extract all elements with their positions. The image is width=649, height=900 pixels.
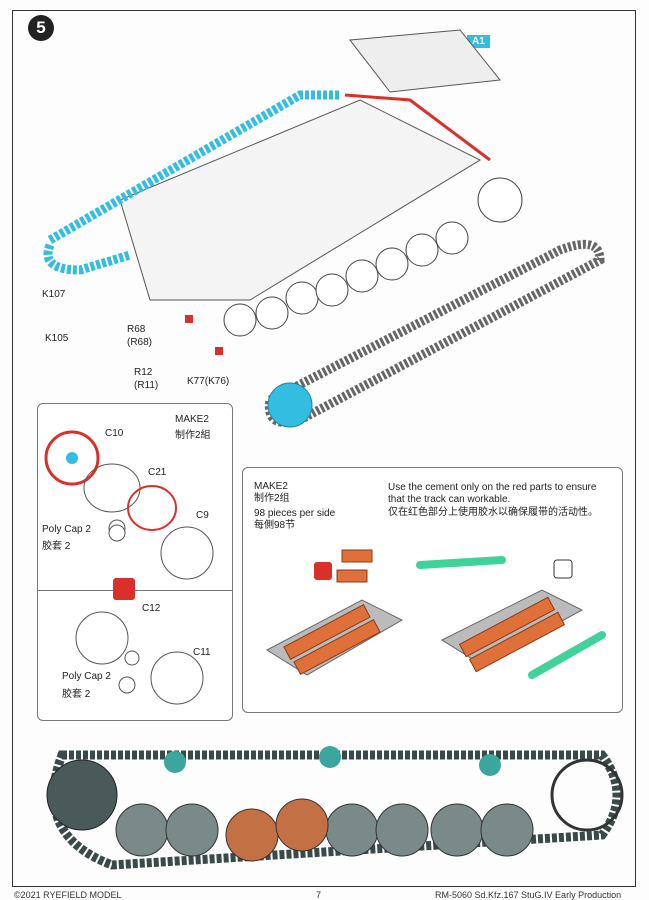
wheel-make-label: MAKE2	[175, 414, 209, 425]
label-r12: R12	[134, 367, 153, 378]
wheel-make-cn: 制作2組	[175, 430, 211, 441]
label-r68: R68	[127, 324, 146, 335]
label-r11-alt: (R11)	[134, 380, 159, 391]
label-c9: C9	[196, 510, 209, 521]
track-make-cn: 制作2组	[254, 493, 290, 504]
label-c21: C21	[148, 467, 167, 478]
label-k77: K77(K76)	[187, 376, 230, 387]
track-pieces-cn: 每側98节	[254, 520, 296, 531]
cement-note-1: Use the cement only on the red parts to …	[388, 482, 597, 493]
polycap-label-1: Poly Cap 2	[42, 524, 91, 535]
hull-assembly-drawing	[43, 29, 605, 428]
footer-product: RM-5060 Sd.Kfz.167 StuG.IV Early Product…	[435, 890, 622, 900]
label-r68-alt: (R68)	[127, 337, 153, 348]
cement-note-2: that the track can workable.	[388, 494, 511, 505]
footer-page-number: 7	[316, 890, 322, 900]
label-c11: C11	[193, 647, 211, 658]
label-c12: C12	[142, 603, 161, 614]
track-pieces: 98 pieces per side	[254, 508, 336, 519]
footer-copyright: ©2021 RYEFIELD MODEL	[14, 890, 122, 900]
label-k107: K107	[42, 289, 66, 300]
polycap-cn-2: 胶套 2	[62, 689, 91, 700]
label-k105: K105	[45, 333, 69, 344]
cement-note-cn: 仅在红色部分上使用胶水以确保履带的活动性。	[388, 507, 598, 518]
polycap-label-2: Poly Cap 2	[62, 671, 111, 682]
step-number: 5	[28, 15, 54, 41]
track-make-label: MAKE2	[254, 481, 288, 492]
label-c10: C10	[105, 428, 124, 439]
polycap-cn-1: 胶套 2	[42, 541, 71, 552]
wheel-parts-drawing	[44, 430, 214, 705]
page-frame	[12, 10, 636, 887]
side-view-drawing	[46, 746, 624, 870]
part-badge-a1: A1	[467, 35, 490, 48]
track-jig-drawing	[265, 549, 606, 679]
